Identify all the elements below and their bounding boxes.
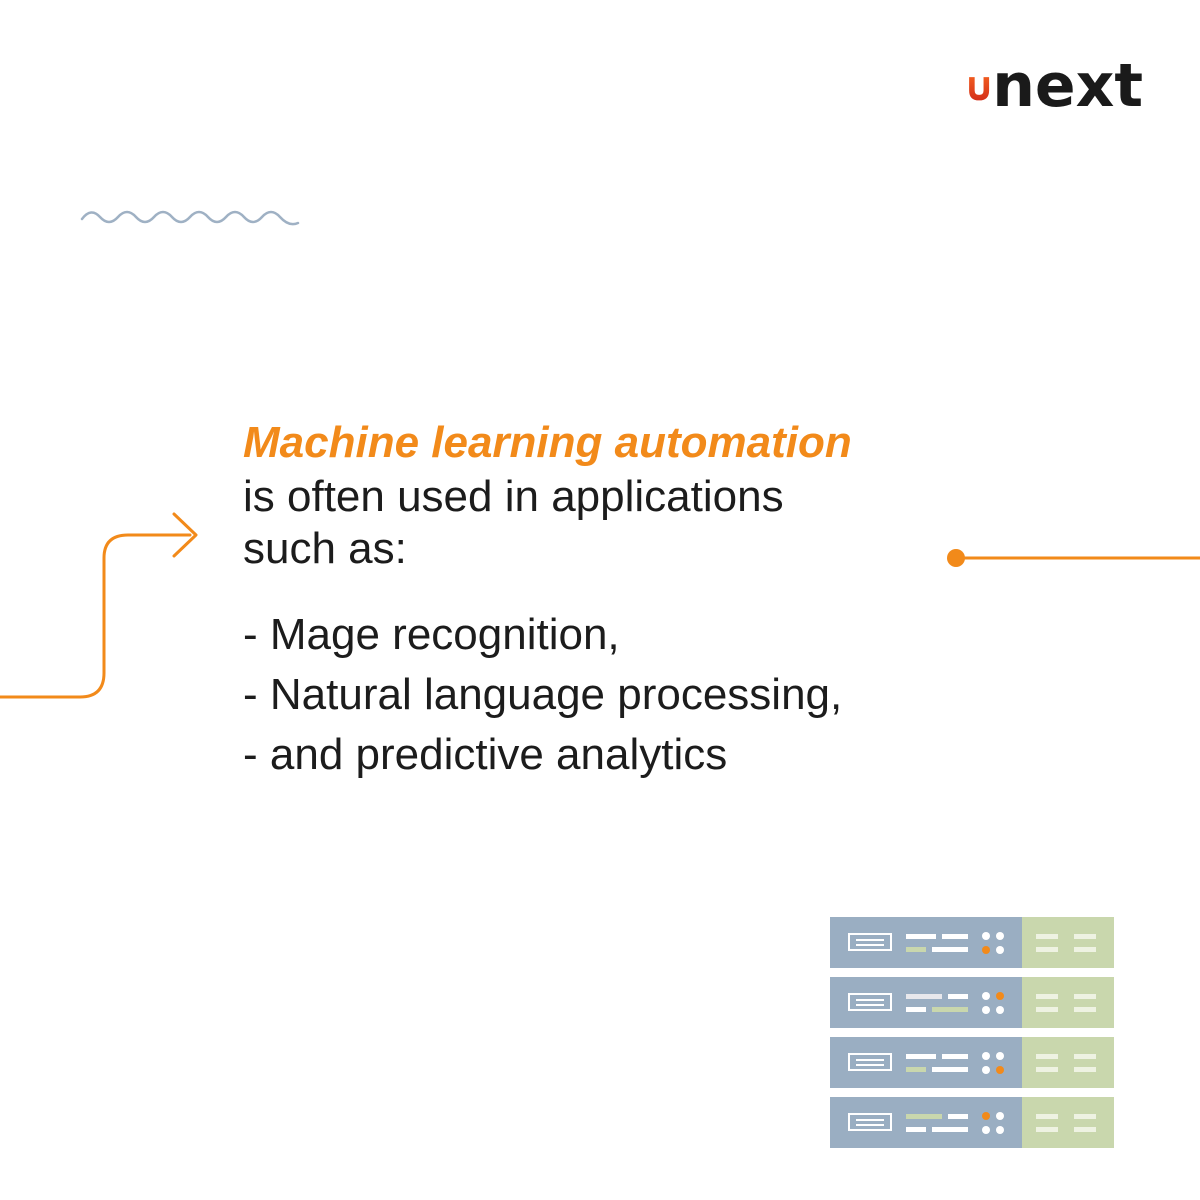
u-logo-icon	[969, 77, 990, 101]
wave-line-icon	[80, 210, 300, 226]
list-item: - Mage recognition,	[243, 610, 620, 659]
main-text-block: Machine learning automation is often use…	[243, 415, 963, 785]
intro-line-2: such as:	[243, 524, 407, 573]
server-unit	[830, 1037, 1114, 1088]
dot-line-icon	[947, 549, 1200, 567]
intro-line-1: is often used in applications	[243, 472, 784, 521]
application-list: - Mage recognition, - Natural language p…	[243, 605, 963, 785]
logo-wordmark: next	[992, 51, 1143, 121]
unext-logo: next	[968, 51, 1143, 121]
list-item: - and predictive analytics	[243, 730, 728, 779]
server-unit	[830, 1097, 1114, 1148]
server-unit	[830, 977, 1114, 1028]
headline: Machine learning automation	[243, 418, 852, 467]
server-rack-icon	[830, 917, 1114, 1148]
intro-text: is often used in applications such as:	[243, 471, 963, 575]
list-item: - Natural language processing,	[243, 670, 843, 719]
server-unit	[830, 917, 1114, 968]
curved-arrow-icon	[0, 512, 198, 699]
